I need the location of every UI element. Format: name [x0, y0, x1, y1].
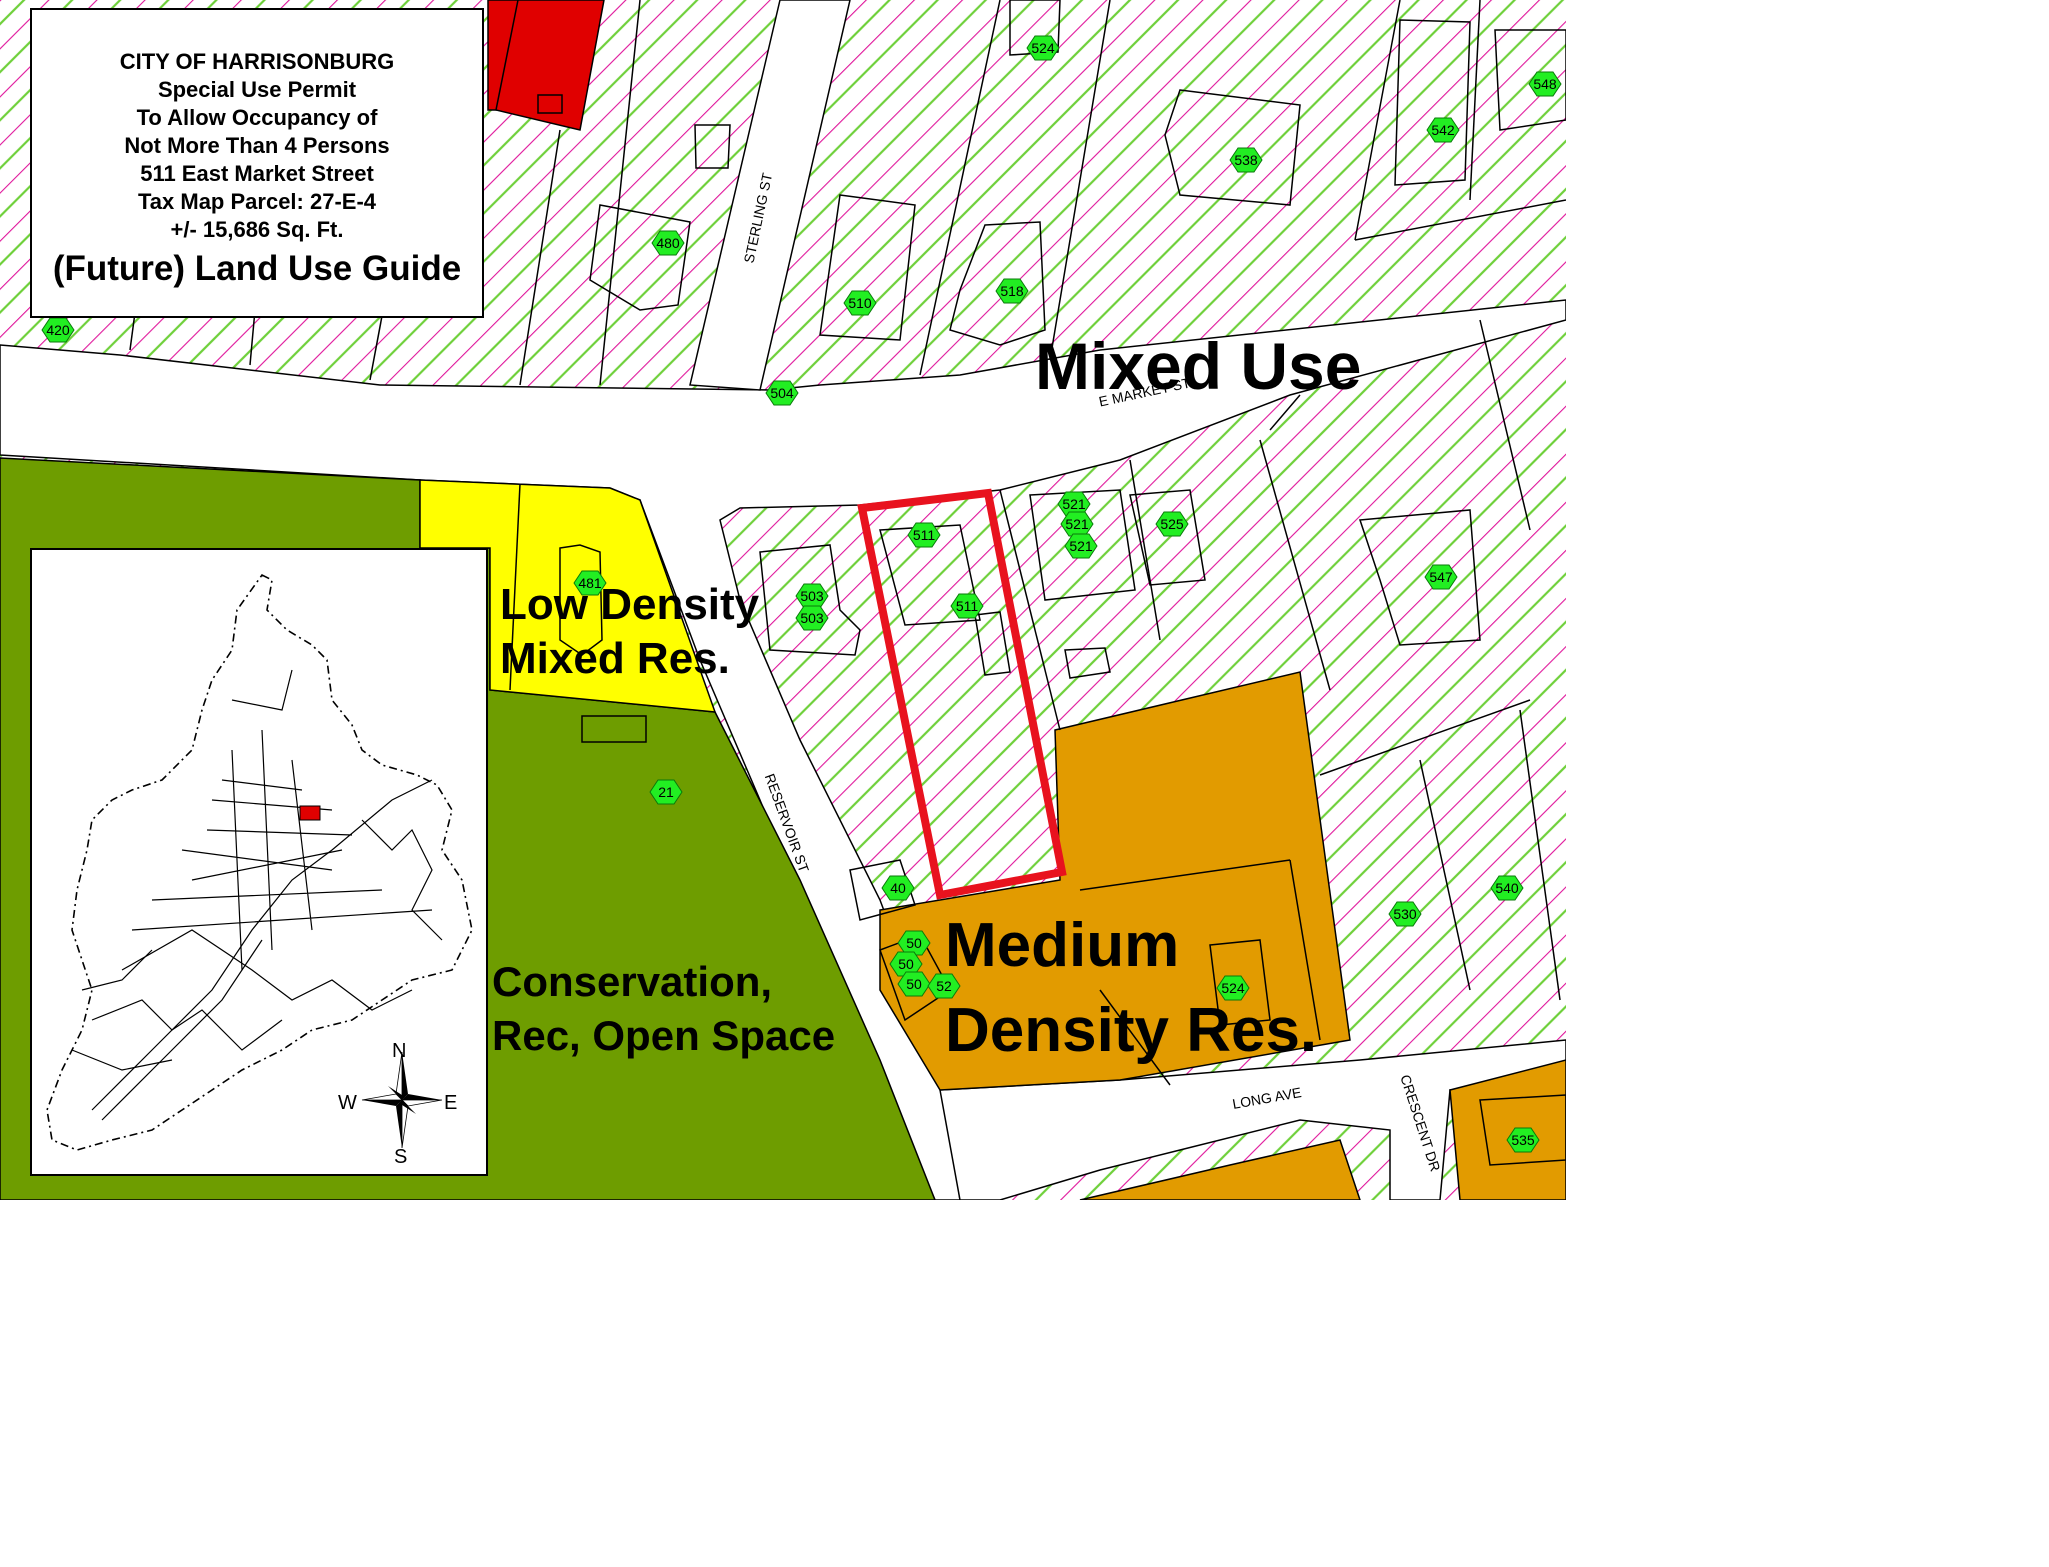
zone-label-mixed-use: Mixed Use: [1035, 329, 1362, 403]
address-number: 547: [1429, 569, 1453, 585]
title-line: Special Use Permit: [157, 77, 357, 102]
address-number: 521: [1062, 496, 1086, 512]
title-line: To Allow Occupancy of: [136, 105, 378, 130]
address-number: 503: [800, 588, 824, 604]
city-outline-map: [46, 573, 473, 1151]
address-number: 510: [848, 295, 872, 311]
address-badge: 524: [1216, 975, 1250, 1001]
address-badge: 538: [1229, 147, 1263, 173]
address-number: 40: [890, 880, 906, 896]
address-badge: 524: [1026, 35, 1060, 61]
address-badge: 548: [1528, 71, 1562, 97]
address-number: 511: [956, 598, 979, 614]
address-number: 480: [656, 235, 680, 251]
address-badge: 40: [881, 875, 915, 901]
address-number: 504: [770, 385, 794, 401]
address-number: 540: [1495, 880, 1519, 896]
address-badge: 511: [907, 522, 941, 548]
address-badge: 481: [573, 570, 607, 596]
address-badge: 521: [1057, 491, 1091, 517]
address-badge: 510: [843, 290, 877, 316]
compass-rose: [361, 1051, 443, 1149]
zone-label-medium-density: Density Res.: [945, 996, 1318, 1065]
zone-label-low-density: Mixed Res.: [500, 634, 730, 683]
address-number: 50: [898, 956, 914, 972]
address-badge: 525: [1155, 511, 1189, 537]
address-badge: 518: [995, 278, 1029, 304]
address-number: 503: [800, 610, 824, 626]
zone-label-low-density: Low Density: [500, 580, 760, 629]
address-number: 21: [658, 784, 674, 800]
address-number: 525: [1160, 516, 1184, 532]
address-badge: 521: [1064, 533, 1098, 559]
title-box: CITY OF HARRISONBURG Special Use Permit …: [30, 8, 484, 318]
address-badge: 50: [889, 951, 923, 977]
address-number: 50: [906, 935, 922, 951]
address-badge: 50: [897, 971, 931, 997]
address-badge: 21: [649, 779, 683, 805]
address-badge: 420: [41, 317, 75, 343]
address-number: 52: [936, 978, 952, 994]
address-number: 511: [913, 527, 936, 543]
address-number: 420: [46, 322, 70, 338]
zone-label-conservation: Rec, Open Space: [492, 1012, 836, 1059]
title-line: CITY OF HARRISONBURG: [119, 49, 395, 74]
address-badge: 530: [1388, 901, 1422, 927]
compass-south: S: [394, 1146, 408, 1168]
address-badge: 547: [1424, 564, 1458, 590]
subject-location-marker: [299, 805, 321, 821]
address-badge: 52: [927, 973, 961, 999]
address-badge: 535: [1506, 1127, 1540, 1153]
map-subtitle: (Future) Land Use Guide: [52, 249, 462, 288]
zone-label-conservation: Conservation,: [492, 958, 773, 1005]
address-badge: 504: [765, 380, 799, 406]
commercial-parcel: [495, 0, 605, 131]
address-badge: 542: [1426, 117, 1460, 143]
address-number: 521: [1065, 516, 1089, 532]
address-number: 524: [1221, 980, 1245, 996]
title-line: Tax Map Parcel: 27-E-4: [137, 189, 377, 214]
address-badge: 540: [1490, 875, 1524, 901]
address-number: 542: [1431, 122, 1455, 138]
address-number: 548: [1533, 76, 1557, 92]
sterling-street: [689, 0, 851, 391]
address-badges: 524 548 542 538 480 510 518 420 504 511 511 521 521 5…: [41, 35, 1562, 1153]
long-ave-street: [939, 1039, 1566, 1200]
address-number: 535: [1511, 1132, 1535, 1148]
building-footprints: [589, 0, 1566, 1166]
address-badge: 50: [897, 930, 931, 956]
address-badge: 480: [651, 230, 685, 256]
address-number: 518: [1000, 283, 1024, 299]
address-number: 481: [578, 575, 602, 591]
address-number: 530: [1393, 906, 1417, 922]
compass-east: E: [444, 1092, 458, 1114]
address-badge: 503: [795, 605, 829, 631]
land-use-map-page: 524 548 542 538 480 510 518 420 504 511 511 521 521 5…: [0, 0, 1566, 1200]
compass-west: W: [338, 1092, 357, 1114]
address-number: 521: [1069, 538, 1093, 554]
address-number: 538: [1234, 152, 1258, 168]
title-line: Not More Than 4 Persons: [124, 133, 390, 158]
address-badge: 511: [950, 593, 984, 619]
address-number: 524: [1031, 40, 1055, 56]
street-network: [0, 299, 1566, 1200]
title-line: 511 East Market Street: [140, 161, 374, 186]
inset-locator-map: N S E W: [30, 548, 488, 1176]
address-badge: 503: [795, 583, 829, 609]
compass-north: N: [392, 1040, 407, 1062]
address-badge: 521: [1060, 511, 1094, 537]
address-number: 50: [906, 976, 922, 992]
title-line: +/- 15,686 Sq. Ft.: [170, 217, 344, 242]
zone-label-medium-density: Medium: [945, 911, 1180, 980]
subject-parcel-outline: [857, 488, 1067, 900]
